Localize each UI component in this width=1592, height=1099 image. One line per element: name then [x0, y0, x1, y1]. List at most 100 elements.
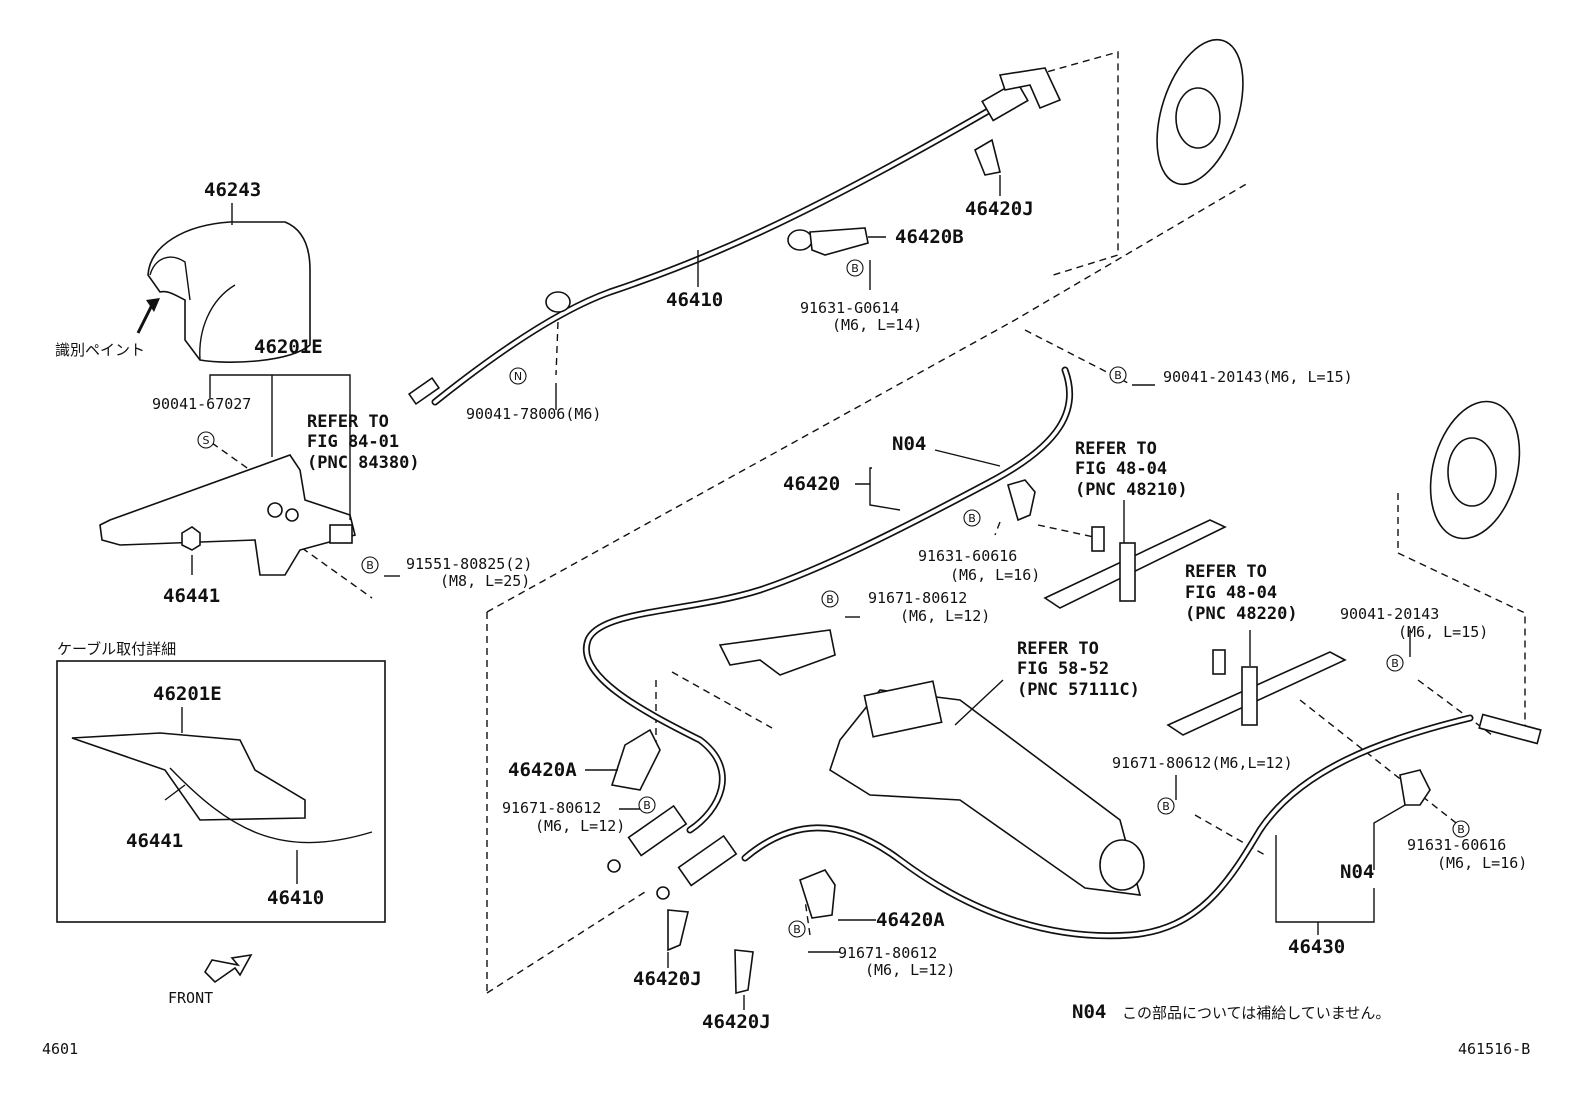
inset-label-46441: 46441 [126, 830, 183, 852]
lever-grip-cover-46243 [147, 221, 311, 363]
svg-text:B: B [851, 262, 859, 275]
figure-number-right: 461516-B [1458, 1040, 1530, 1058]
label-refer-fig-84-01-line2: FIG 84-01 [307, 432, 399, 452]
marker-b-91671-80612-c: B [1157, 797, 1175, 815]
identification-paint-arrow [136, 298, 160, 334]
label-90041-67027: 90041-67027 [152, 395, 251, 413]
cable-end-right [1478, 713, 1542, 745]
marker-b-91631-G0614: B [846, 259, 864, 277]
note-text: この部品については補給していません。 [1122, 1004, 1390, 1022]
label-refer-fig-48-04-a-line1: REFER TO [1075, 439, 1157, 459]
label-refer-fig-58-52-line3: (PNC 57111C) [1017, 680, 1140, 700]
clip-46420A-left [610, 728, 661, 791]
label-46420J-bottom-1: 46420J [633, 968, 702, 990]
svg-text:B: B [968, 512, 976, 525]
label-refer-fig-48-04-b-line1: REFER TO [1185, 562, 1267, 582]
cable-end-fitting-46410 [407, 67, 1062, 406]
label-90041-20143-top: 90041-20143(M6, L=15) [1163, 368, 1353, 386]
label-46420J-top: 46420J [965, 198, 1034, 220]
inset-label-46410: 46410 [267, 887, 324, 909]
label-46410: 46410 [666, 289, 723, 311]
cable-clip-46420J-top [974, 138, 1001, 176]
cables [431, 106, 1474, 940]
cable-clamp-N04-top [1007, 479, 1036, 522]
label-91631-G0614: 91631-G0614 [800, 299, 899, 317]
svg-text:B: B [1391, 657, 1399, 670]
marker-b-90041-20143-right: B [1386, 654, 1404, 672]
label-refer-fig-84-01-line3: (PNC 84380) [307, 453, 420, 473]
marker-b-91671-80612-d: B [788, 920, 806, 938]
front-direction-arrow [203, 953, 253, 984]
svg-text:B: B [1162, 800, 1170, 813]
leader-lines [191, 175, 1411, 1010]
label-91671-80612-b: 91671-80612 [502, 799, 601, 817]
svg-text:B: B [643, 799, 651, 812]
label-91671-80612-a-spec: (M6, L=12) [900, 607, 990, 625]
rear-axle-57111C [718, 629, 1145, 896]
label-90041-20143-right-spec: (M6, L=15) [1398, 623, 1488, 641]
marker-b-91631-60616-b: B [1452, 820, 1470, 838]
figure-number-left: 4601 [42, 1040, 78, 1058]
svg-text:B: B [793, 923, 801, 936]
label-46420A-left: 46420A [508, 759, 577, 781]
label-46243: 46243 [204, 179, 261, 201]
cable-ends-bottom [607, 804, 738, 900]
label-91631-60616-b: 91631-60616 [1407, 836, 1506, 854]
label-identification-paint: 識別ペイント [55, 341, 145, 359]
rear-backing-plate-right [1429, 400, 1521, 540]
frame-rail-48210 [1043, 519, 1227, 609]
label-91631-60616-a-spec: (M6, L=16) [950, 566, 1040, 584]
label-91631-60616-b-spec: (M6, L=16) [1437, 854, 1527, 872]
label-46201E: 46201E [254, 336, 323, 358]
clip-46420A-bottom [799, 869, 836, 919]
label-91671-80612-c: 91671-80612(M6,L=12) [1112, 754, 1293, 772]
label-46420J-bottom-2: 46420J [702, 1011, 771, 1033]
svg-text:B: B [1457, 823, 1465, 836]
label-91671-80612-d-spec: (M6, L=12) [865, 961, 955, 979]
marker-b-91631-60616-a: B [963, 509, 981, 527]
bracket-46420B [787, 227, 869, 256]
marker-b-91551: B [361, 556, 379, 574]
label-refer-fig-58-52-line1: REFER TO [1017, 639, 1099, 659]
inset-title: ケーブル取付詳細 [57, 640, 176, 658]
label-91631-G0614-spec: (M6, L=14) [832, 316, 922, 334]
note-code: N04 [1072, 1001, 1106, 1023]
svg-text:S: S [203, 434, 210, 447]
label-46441: 46441 [163, 585, 220, 607]
rear-backing-plate-top [1156, 38, 1244, 186]
svg-text:B: B [826, 593, 834, 606]
label-91551-80825: 91551-80825(2) [406, 555, 532, 573]
label-91671-80612-a: 91671-80612 [868, 589, 967, 607]
label-refer-fig-48-04-b-line2: FIG 48-04 [1185, 583, 1277, 603]
label-refer-fig-58-52-line2: FIG 58-52 [1017, 659, 1109, 679]
label-46420A-bottom: 46420A [876, 909, 945, 931]
marker-b-91671-80612-a: B [821, 590, 839, 608]
cable-clamp-N04-right [1399, 769, 1431, 806]
label-refer-fig-84-01-line1: REFER TO [307, 412, 389, 432]
assembly-guide-lines [211, 51, 1526, 994]
cable-mounting-detail-inset [56, 660, 386, 923]
inset-label-46201E: 46201E [153, 683, 222, 705]
nut-46441 [181, 526, 201, 551]
label-refer-fig-48-04-a-line3: (PNC 48210) [1075, 480, 1188, 500]
label-91551-80825-spec: (M8, L=25) [440, 572, 530, 590]
part-labels: 46243 識別ペイント 46201E 90041-67027 REFER TO… [42, 179, 1530, 1058]
marker-s-90041-67027: S [197, 431, 215, 449]
svg-text:B: B [1114, 369, 1122, 382]
fastener-markers: B N S B B B B B B B B B [197, 259, 1470, 938]
label-91631-60616-a: 91631-60616 [918, 547, 1017, 565]
svg-text:B: B [366, 559, 374, 572]
label-46420B: 46420B [895, 226, 964, 248]
label-N04-right: N04 [1340, 861, 1374, 883]
label-46420: 46420 [783, 473, 840, 495]
label-91671-80612-d: 91671-80612 [838, 944, 937, 962]
marker-b-91671-80612-b: B [638, 796, 656, 814]
label-front: FRONT [168, 989, 213, 1007]
svg-text:N: N [514, 370, 522, 383]
label-46430: 46430 [1288, 936, 1345, 958]
label-N04-top: N04 [892, 433, 926, 455]
label-90041-20143-right: 90041-20143 [1340, 605, 1439, 623]
frame-rail-48220 [1166, 649, 1347, 736]
label-refer-fig-48-04-b-line3: (PNC 48220) [1185, 604, 1298, 624]
